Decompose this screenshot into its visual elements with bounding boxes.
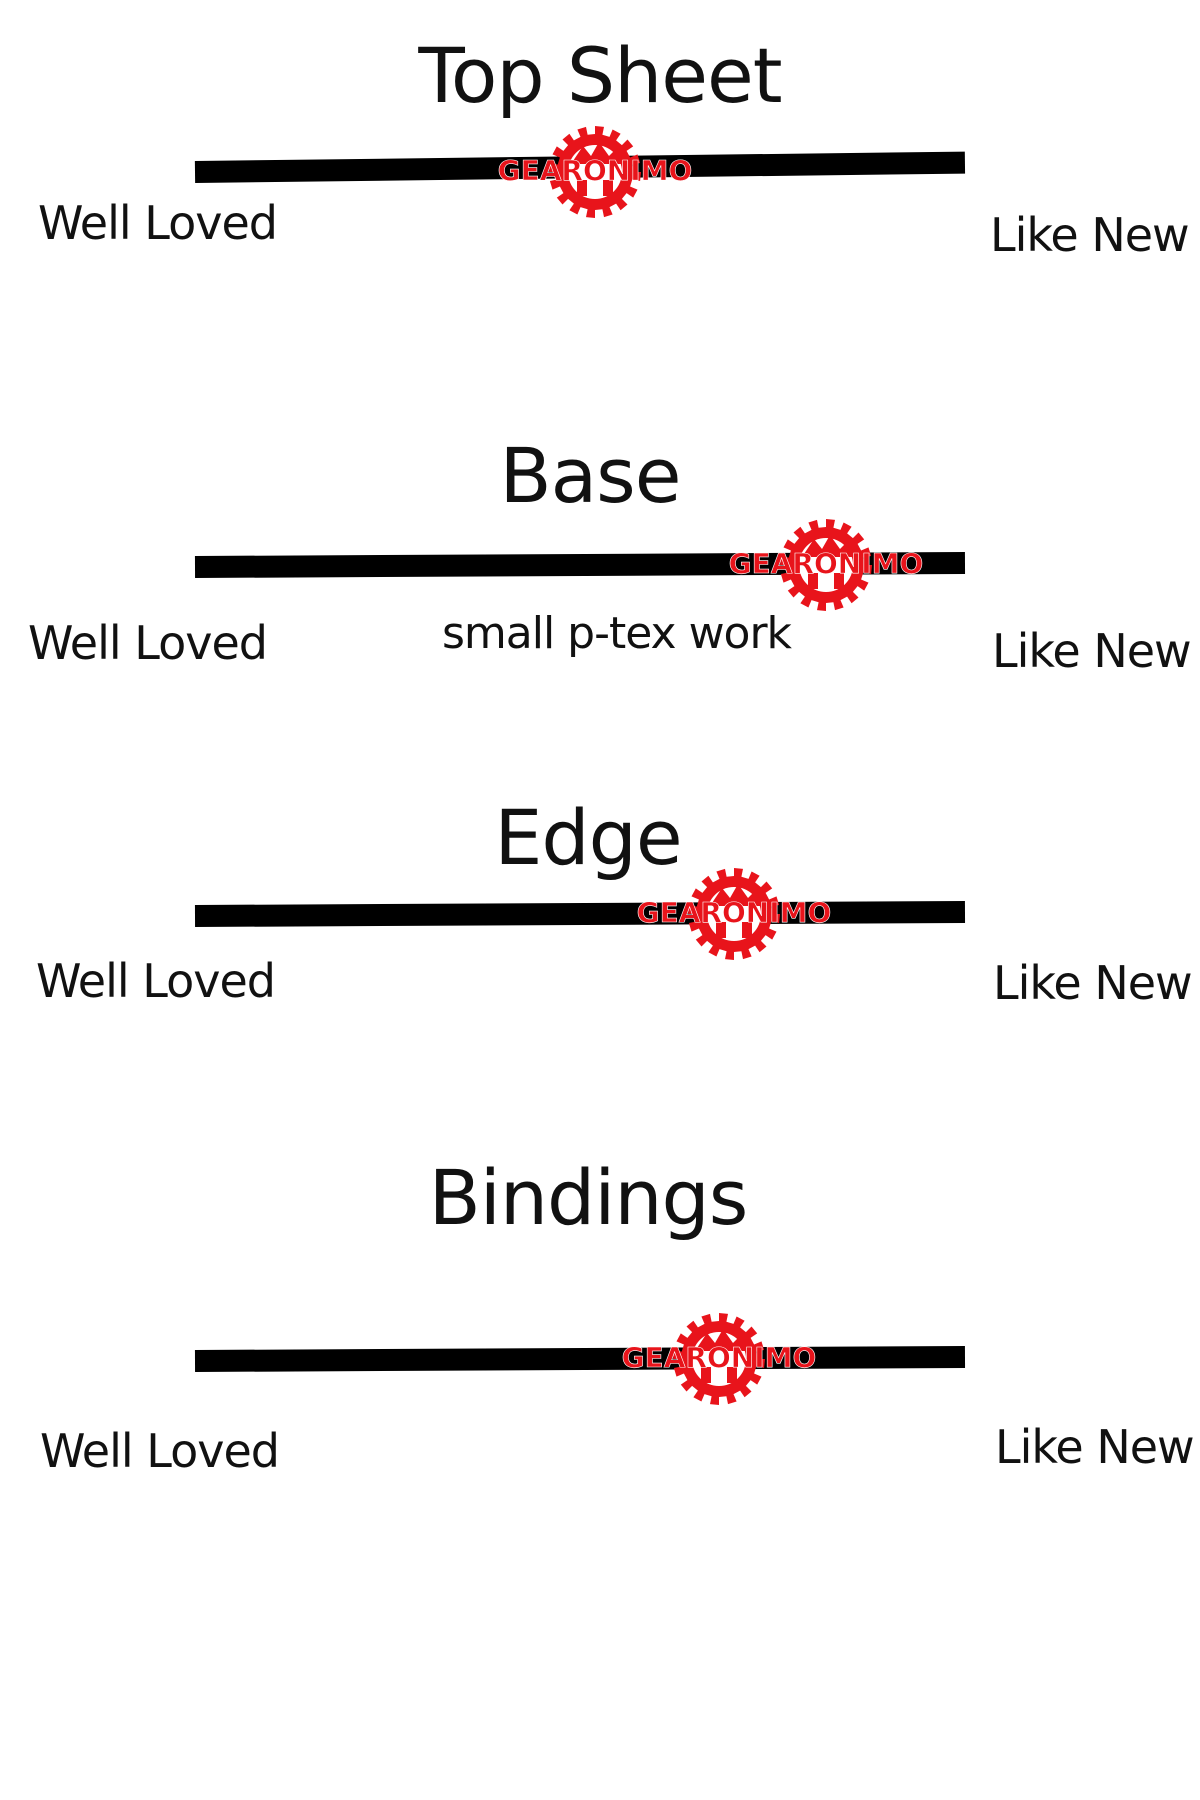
left-label: Well Loved <box>36 954 276 1008</box>
gear-logo-icon <box>688 868 780 960</box>
gearonimo-wordmark: GEARONIMO <box>637 896 832 929</box>
scale-title: Edge <box>494 793 682 882</box>
left-label: Well Loved <box>40 1424 280 1478</box>
right-label: Like New <box>993 956 1193 1010</box>
left-label: Well Loved <box>28 616 268 670</box>
scale-title: Base <box>499 431 681 520</box>
scale-title: Bindings <box>428 1153 749 1242</box>
gear-logo-icon <box>780 519 873 611</box>
scale-bar <box>194 900 966 927</box>
gearonimo-marker: GEARONIMO <box>495 122 695 222</box>
right-label: Like New <box>992 624 1192 678</box>
left-label: Well Loved <box>38 196 278 250</box>
gearonimo-wordmark: GEARONIMO <box>729 547 924 580</box>
right-label: Like New <box>990 208 1190 262</box>
gearonimo-marker: GEARONIMO <box>726 515 926 615</box>
gear-logo-icon <box>672 1313 765 1405</box>
gearonimo-wordmark: GEARONIMO <box>621 1341 816 1374</box>
gearonimo-marker: GEARONIMO <box>634 864 834 964</box>
gearonimo-marker: GEARONIMO <box>619 1309 819 1409</box>
scale-title: Top Sheet <box>418 31 782 120</box>
gear-logo-icon <box>549 126 642 218</box>
condition-note: small p-tex work <box>442 608 792 659</box>
right-label: Like New <box>995 1420 1195 1474</box>
gearonimo-wordmark: GEARONIMO <box>498 154 693 187</box>
scale-bar <box>194 1345 966 1372</box>
